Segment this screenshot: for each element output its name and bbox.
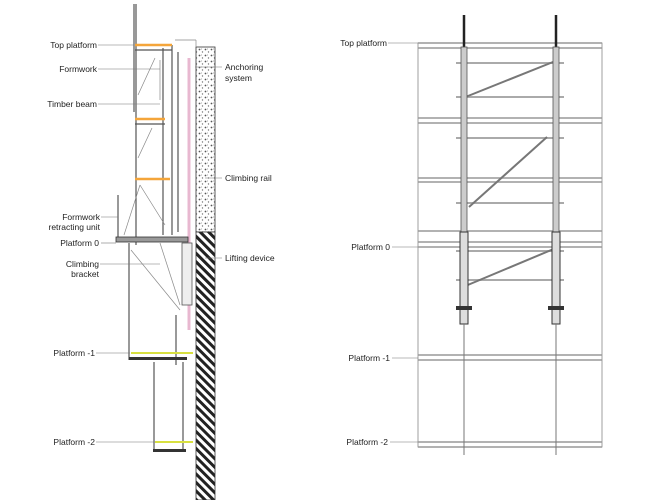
- existing-wall-hatched: [195, 231, 216, 500]
- label-formwork-retracting-unit-2: retracting unit: [49, 222, 101, 232]
- platform-minus-2-deck: [153, 449, 186, 452]
- section-view: Top platform Formwork Timber beam Anchor…: [47, 4, 275, 500]
- lifting-device-body: [181, 242, 193, 306]
- label-lifting-device: Lifting device: [225, 253, 275, 263]
- label-climbing-bracket-1: Climbing: [66, 259, 99, 269]
- platform-minus-1-deck: [129, 357, 187, 360]
- label-timber-beam: Timber beam: [47, 99, 97, 109]
- label-top-platform: Top platform: [50, 40, 97, 50]
- climbing-rail-left: [456, 15, 472, 455]
- label-front-top-platform: Top platform: [340, 38, 387, 48]
- front-view: Top platform Platform 0 Platform -1 Plat…: [340, 15, 603, 455]
- label-anchoring-system-1: Anchoring: [225, 62, 264, 72]
- label-climbing-rail: Climbing rail: [225, 173, 272, 183]
- label-front-platform-minus-2: Platform -2: [346, 437, 388, 447]
- label-climbing-bracket-2: bracket: [71, 269, 100, 279]
- label-formwork: Formwork: [59, 64, 98, 74]
- platform-0-deck: [115, 236, 189, 243]
- climbing-rail-right: [548, 15, 564, 455]
- label-platform-minus-2: Platform -2: [53, 437, 95, 447]
- label-front-platform-minus-1: Platform -1: [348, 353, 390, 363]
- label-platform-minus-1: Platform -1: [53, 348, 95, 358]
- concrete-wall-new: [195, 46, 216, 233]
- label-anchoring-system-2: system: [225, 73, 252, 83]
- label-front-platform-0: Platform 0: [351, 242, 390, 252]
- label-platform-0: Platform 0: [60, 238, 99, 248]
- label-formwork-retracting-unit-1: Formwork: [62, 212, 101, 222]
